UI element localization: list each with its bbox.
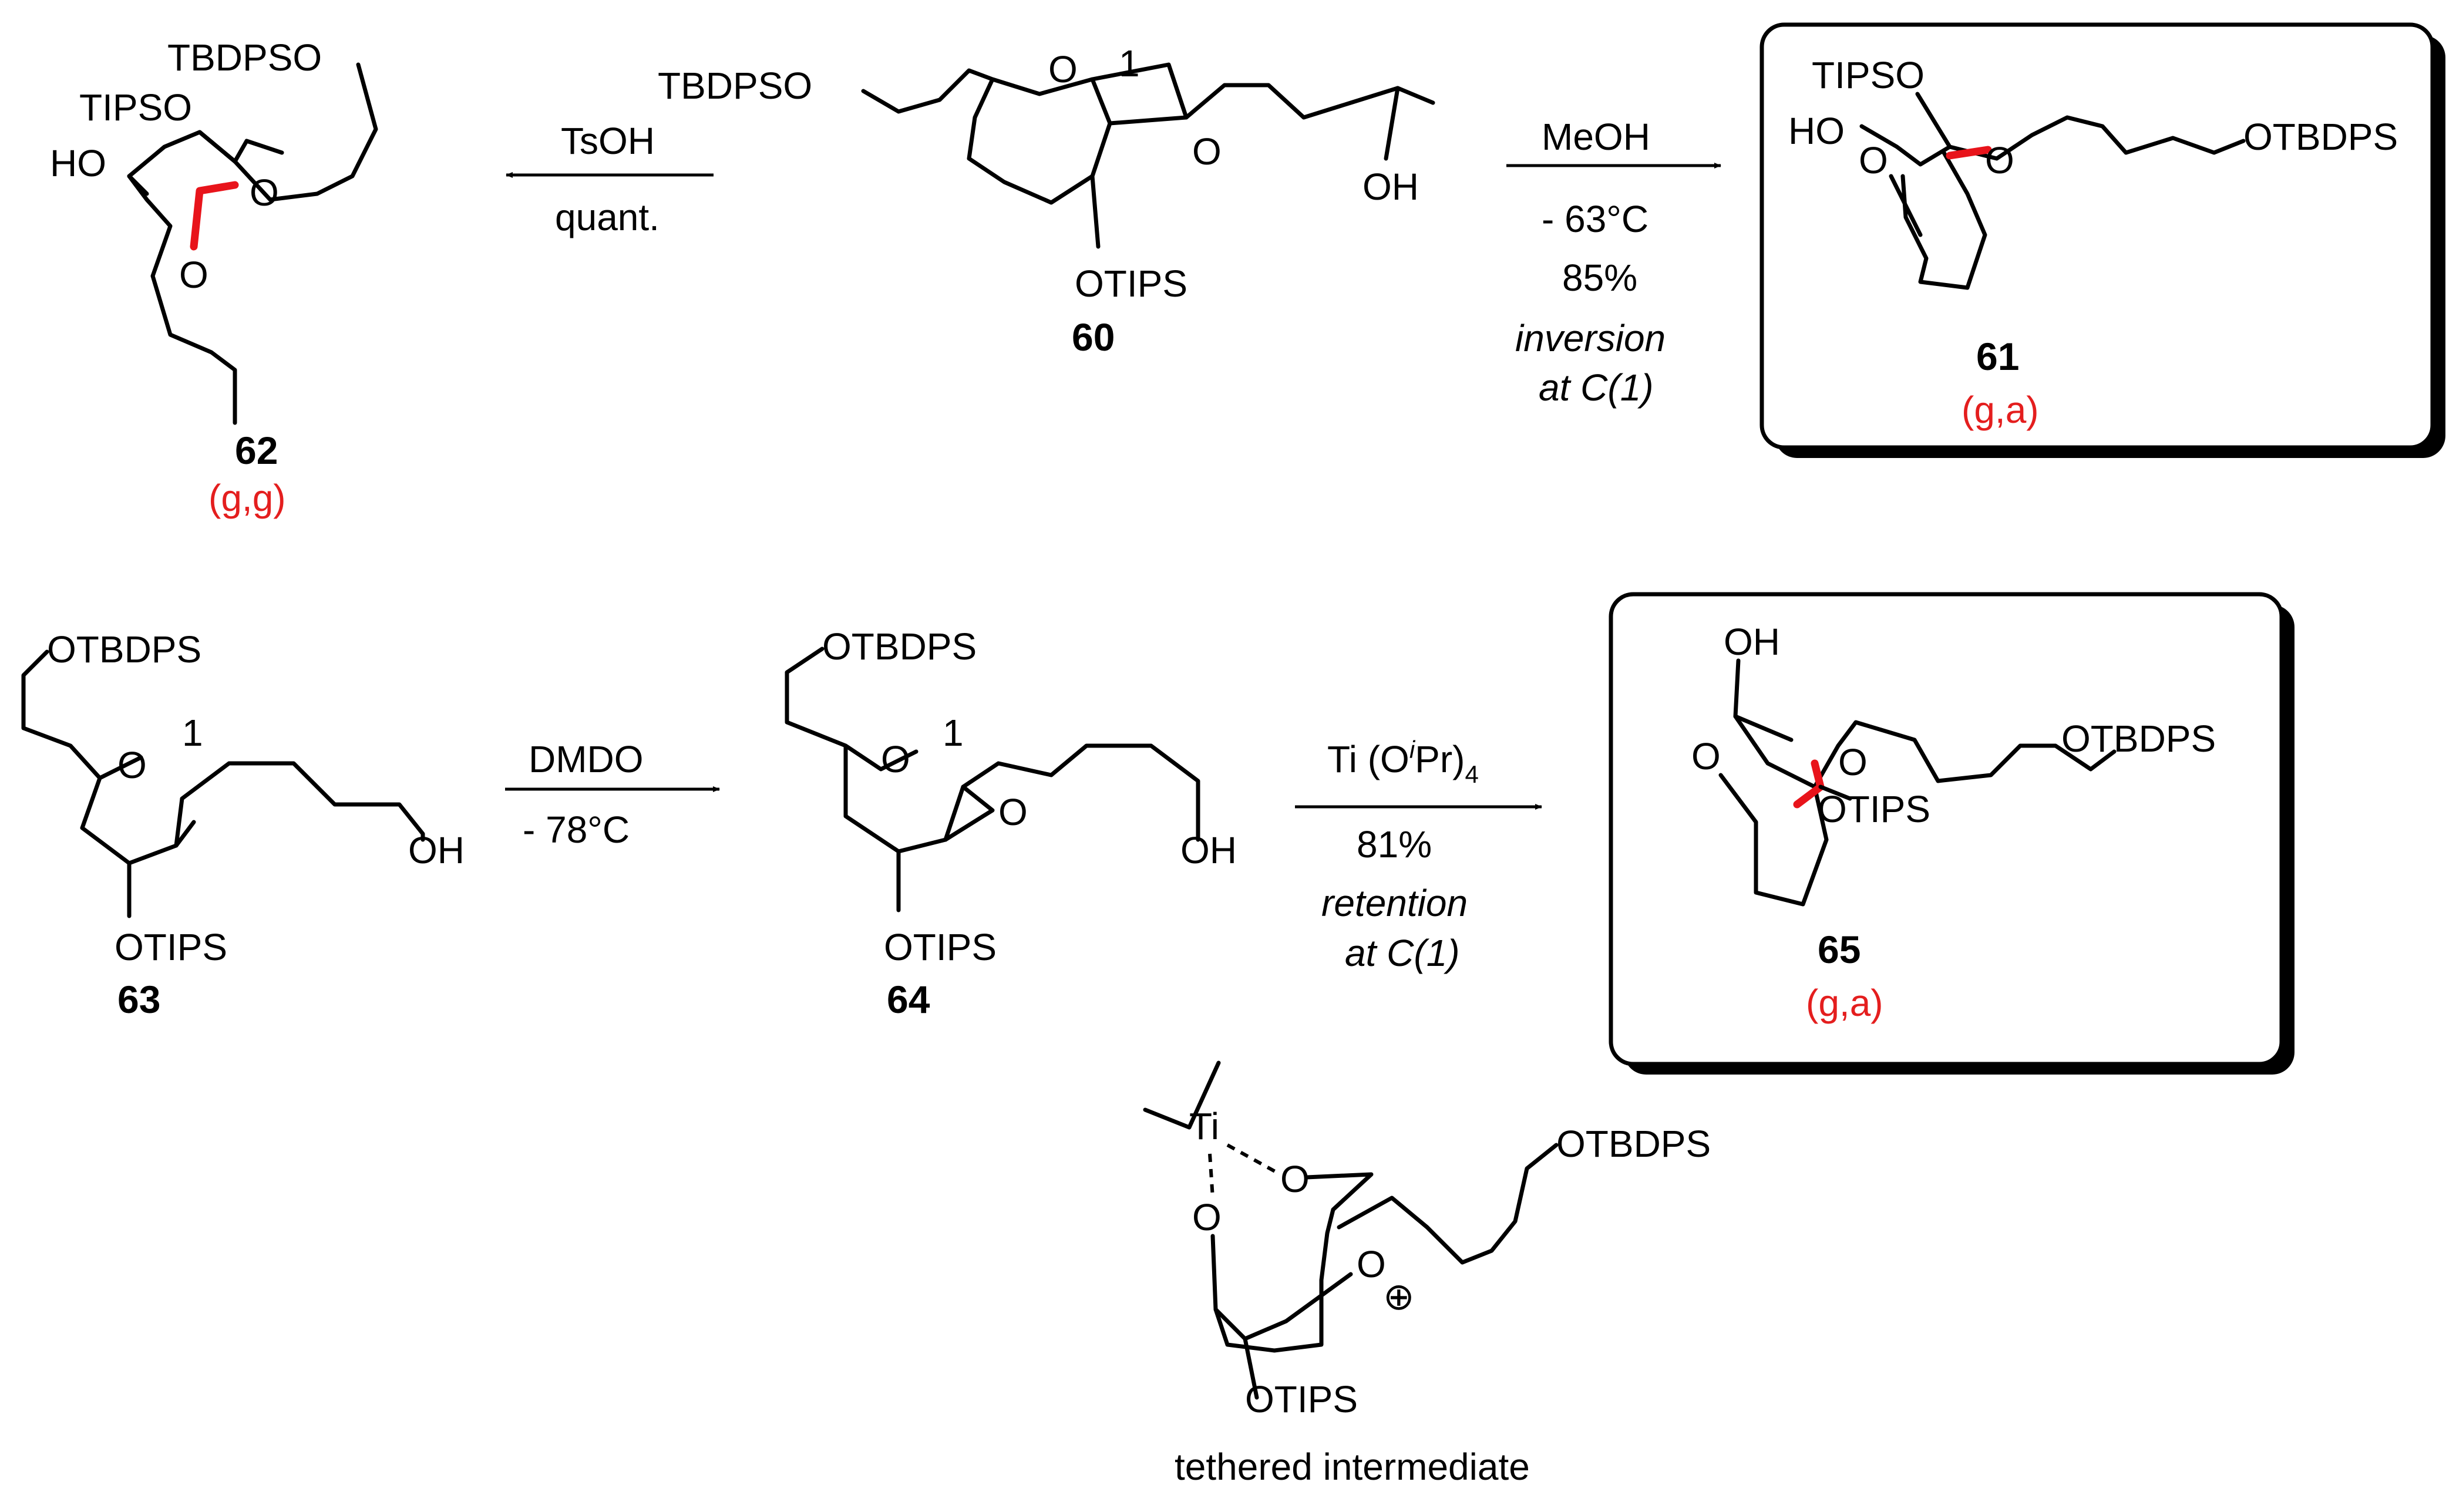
c65-oh-label: OH bbox=[1724, 621, 1780, 663]
c64-number: 64 bbox=[887, 978, 930, 1021]
c65-ring-o1: O bbox=[1691, 735, 1721, 777]
r3-temperature: - 78°C bbox=[523, 809, 630, 851]
int-plus-charge: ⊕ bbox=[1383, 1275, 1415, 1318]
c63-otbdps-label: OTBDPS bbox=[47, 628, 201, 671]
r2-temperature: - 63°C bbox=[1542, 198, 1648, 240]
c60-ring-o: O bbox=[1048, 48, 1078, 90]
compound-64: OTBDPS O 1 O OH OTIPS 64 bbox=[785, 625, 1237, 1021]
c60-otips-label: OTIPS bbox=[1075, 262, 1187, 305]
c61-ring-o2: O bbox=[1985, 139, 2014, 181]
c62-ring-o2: O bbox=[179, 254, 208, 296]
int-o-left: O bbox=[1192, 1196, 1222, 1238]
c63-number: 63 bbox=[117, 978, 160, 1021]
c64-ring-o: O bbox=[881, 738, 910, 780]
c62-tipso-label: TIPSO bbox=[79, 86, 192, 129]
int-o-ring: O bbox=[1357, 1243, 1386, 1285]
c60-tbdpso-label: TBDPSO bbox=[658, 65, 812, 107]
int-otbdps-label: OTBDPS bbox=[1556, 1123, 1711, 1165]
c65-otips-label: OTIPS bbox=[1818, 788, 1930, 830]
reaction-arrow-dmdo: DMDO - 78°C bbox=[505, 738, 720, 851]
r4-reagent-tail: Pr) bbox=[1415, 738, 1465, 780]
compound-61-box: TIPSO HO O O OTBDPS 61 (g,a) bbox=[1759, 22, 2445, 458]
c64-epoxide-o: O bbox=[998, 791, 1028, 833]
int-o-top: O bbox=[1280, 1158, 1310, 1200]
int-otips-label: OTIPS bbox=[1245, 1378, 1358, 1420]
reaction-arrow-meoh: MeOH - 63°C 85% inversion at C(1) bbox=[1506, 116, 1721, 409]
c64-otbdps-label: OTBDPS bbox=[822, 625, 977, 668]
c64-otips-label: OTIPS bbox=[884, 926, 997, 968]
c60-epoxide-o: O bbox=[1192, 130, 1222, 173]
c62-tbdpso-label: TBDPSO bbox=[167, 36, 322, 79]
compound-63: OTBDPS O 1 OH OTIPS 63 bbox=[21, 628, 465, 1021]
c62-config: (g,g) bbox=[208, 477, 286, 519]
c61-tipso-label: TIPSO bbox=[1812, 54, 1925, 96]
compound-60: TBDPSO O 1 O OH OTIPS 60 bbox=[658, 42, 1435, 359]
r1-yield: quant. bbox=[555, 196, 660, 238]
reaction-arrow-tsoh: TsOH quant. bbox=[506, 120, 714, 238]
int-ti-label: Ti bbox=[1189, 1105, 1219, 1147]
compound-65-box: OH O O OTIPS OTBDPS 65 (g,a) bbox=[1609, 592, 2294, 1075]
box-65-frame bbox=[1609, 592, 2284, 1066]
r4-note1: retention bbox=[1321, 882, 1468, 924]
r4-yield: 81% bbox=[1357, 823, 1432, 866]
c63-oh-label: OH bbox=[408, 829, 465, 871]
c60-c1-label: 1 bbox=[1119, 42, 1140, 85]
box-61-frame bbox=[1759, 22, 2435, 450]
c65-config: (g,a) bbox=[1806, 982, 1883, 1024]
c60-number: 60 bbox=[1072, 315, 1115, 359]
c64-oh-label: OH bbox=[1180, 829, 1237, 871]
r2-note1: inversion bbox=[1515, 317, 1666, 359]
c63-c1-label: 1 bbox=[182, 712, 203, 754]
c63-ring-o: O bbox=[117, 744, 147, 786]
c63-otips-label: OTIPS bbox=[115, 926, 227, 968]
c61-otbdps-label: OTBDPS bbox=[2243, 116, 2398, 158]
c61-ho-label: HO bbox=[1788, 110, 1845, 152]
compound-62: TBDPSO TIPSO HO O O 62 (g,g) bbox=[50, 36, 378, 519]
r4-note2: at C(1) bbox=[1345, 932, 1460, 974]
r4-reagent-sub: 4 bbox=[1465, 760, 1478, 788]
r2-yield: 85% bbox=[1562, 257, 1637, 299]
tethered-intermediate: Ti O O O ⊕ OTBDPS OTIPS tethered interme… bbox=[1143, 1060, 1711, 1488]
reaction-arrow-ti: Ti (OiPr)4 81% retention at C(1) bbox=[1295, 736, 1542, 974]
c65-otbdps-label: OTBDPS bbox=[2061, 718, 2216, 760]
c60-oh-label: OH bbox=[1362, 166, 1419, 208]
c65-number: 65 bbox=[1818, 928, 1860, 971]
c62-number: 62 bbox=[235, 429, 278, 472]
c65-ring-o2: O bbox=[1838, 741, 1868, 783]
r3-reagent: DMDO bbox=[529, 738, 644, 780]
r2-reagent: MeOH bbox=[1542, 116, 1650, 158]
c61-config: (g,a) bbox=[1962, 389, 2039, 431]
r2-note2: at C(1) bbox=[1539, 366, 1654, 409]
r4-reagent-main: Ti (O bbox=[1327, 738, 1409, 780]
int-caption: tethered intermediate bbox=[1175, 1446, 1530, 1488]
c61-number: 61 bbox=[1976, 335, 2019, 378]
r4-reagent-sup: i bbox=[1409, 736, 1416, 763]
c64-c1-label: 1 bbox=[943, 712, 964, 754]
r1-reagent: TsOH bbox=[561, 120, 655, 162]
c62-ring-o1: O bbox=[250, 171, 279, 214]
c61-ring-o1: O bbox=[1859, 139, 1888, 181]
c62-ho-label: HO bbox=[50, 142, 106, 184]
r4-reagent: Ti (OiPr)4 bbox=[1327, 736, 1479, 788]
